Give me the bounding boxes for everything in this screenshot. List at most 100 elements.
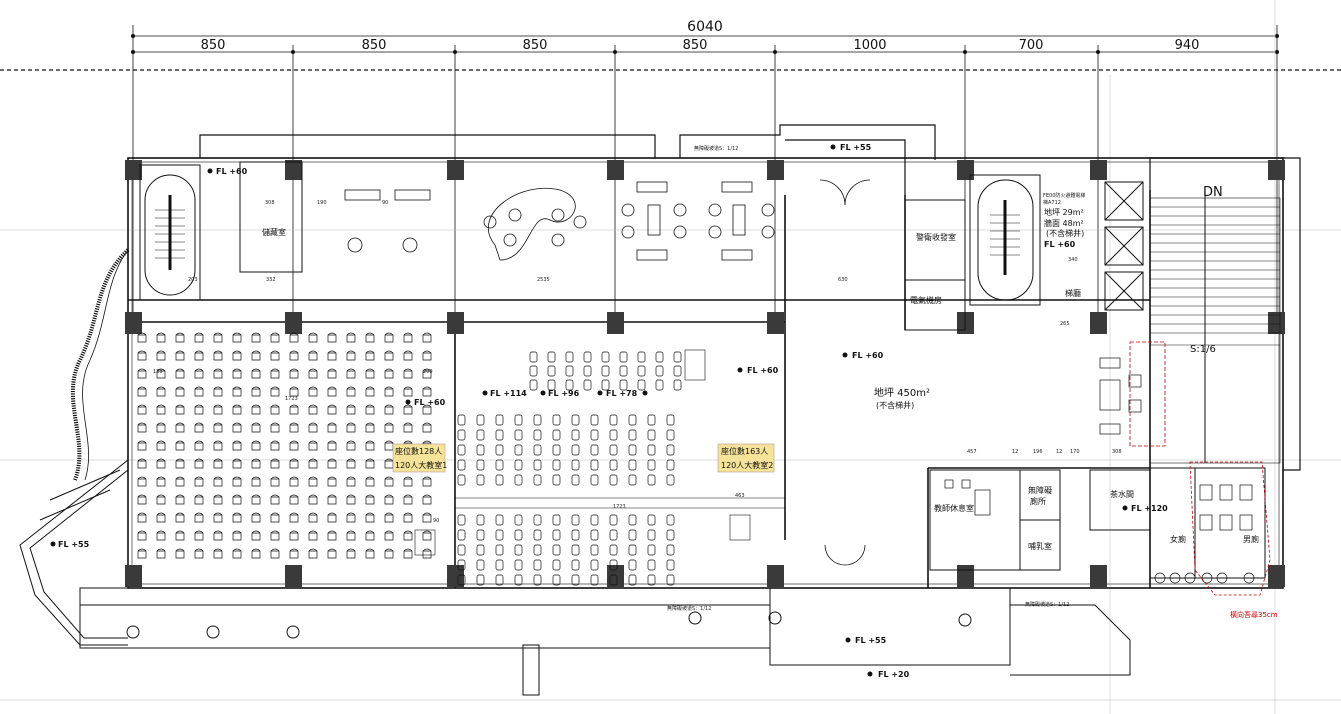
fl-bottom: FL +55 bbox=[855, 636, 887, 645]
seat bbox=[137, 386, 147, 397]
bottom-canopy bbox=[79, 587, 1131, 696]
seat bbox=[365, 440, 375, 451]
seat bbox=[289, 548, 299, 559]
seat bbox=[384, 332, 394, 343]
seat bbox=[403, 332, 413, 343]
seat bbox=[232, 386, 242, 397]
seat bbox=[590, 429, 599, 441]
seat bbox=[365, 494, 375, 505]
seat bbox=[270, 404, 280, 415]
seat bbox=[495, 514, 504, 526]
seat bbox=[647, 529, 656, 541]
seat bbox=[609, 514, 618, 526]
seat bbox=[476, 574, 485, 586]
stair-room-label: 梯廳 bbox=[1065, 288, 1081, 298]
seat bbox=[476, 474, 485, 486]
elevator-title-1: FE00防火避難電梯 bbox=[1043, 192, 1085, 199]
dim-190: 190 bbox=[317, 200, 327, 206]
accessible-wc-label-2: 廁所 bbox=[1030, 496, 1046, 506]
seat bbox=[327, 512, 337, 523]
seat bbox=[457, 514, 466, 526]
seat bbox=[476, 459, 485, 471]
seat bbox=[156, 476, 166, 487]
elevator-shafts bbox=[1104, 181, 1144, 311]
seat bbox=[571, 559, 580, 571]
seat bbox=[552, 514, 561, 526]
seat bbox=[365, 404, 375, 415]
seat bbox=[666, 544, 675, 556]
seat bbox=[194, 368, 204, 379]
seat bbox=[232, 332, 242, 343]
seat bbox=[647, 559, 656, 571]
seat bbox=[457, 444, 466, 456]
seat bbox=[533, 544, 542, 556]
dim-170: 170 bbox=[1070, 449, 1080, 455]
seat bbox=[628, 529, 637, 541]
seat bbox=[403, 530, 413, 541]
seat bbox=[457, 414, 466, 426]
classroom-partitions bbox=[414, 349, 785, 556]
seat bbox=[384, 530, 394, 541]
seat bbox=[552, 414, 561, 426]
seat bbox=[384, 512, 394, 523]
classroom-1-note-bg bbox=[392, 443, 446, 473]
classroom-1-name-label: 120人大教室1 bbox=[395, 460, 447, 470]
seat bbox=[533, 474, 542, 486]
classroom-2-note-bg bbox=[717, 443, 775, 473]
seat bbox=[495, 414, 504, 426]
seat bbox=[175, 404, 185, 415]
seat bbox=[628, 414, 637, 426]
classroom-2-name-label: 120人大教室2 bbox=[721, 460, 773, 470]
seat bbox=[232, 440, 242, 451]
seat bbox=[422, 350, 432, 361]
seat bbox=[346, 512, 356, 523]
dimension-bay-7: 940 bbox=[1175, 38, 1200, 53]
seat bbox=[156, 512, 166, 523]
dim-2535: 2535 bbox=[537, 277, 550, 283]
seat bbox=[609, 559, 618, 571]
seat bbox=[194, 404, 204, 415]
seat bbox=[495, 459, 504, 471]
seat bbox=[457, 574, 466, 586]
seat bbox=[552, 529, 561, 541]
seat bbox=[533, 574, 542, 586]
seat bbox=[289, 368, 299, 379]
electrical-label: 電氣機房 bbox=[910, 295, 942, 305]
seat bbox=[565, 351, 574, 363]
seat bbox=[346, 548, 356, 559]
seat bbox=[533, 529, 542, 541]
seat bbox=[666, 444, 675, 456]
seat bbox=[194, 332, 204, 343]
seat bbox=[365, 386, 375, 397]
seat bbox=[384, 422, 394, 433]
seat bbox=[655, 351, 664, 363]
seat bbox=[156, 332, 166, 343]
seat bbox=[495, 559, 504, 571]
seat bbox=[590, 474, 599, 486]
seat bbox=[529, 379, 538, 391]
seat bbox=[590, 459, 599, 471]
seat bbox=[583, 365, 592, 377]
seat bbox=[365, 476, 375, 487]
seat bbox=[346, 368, 356, 379]
seat bbox=[270, 332, 280, 343]
seat bbox=[213, 512, 223, 523]
elevator-note: (不含梯井) bbox=[1046, 228, 1084, 238]
seat bbox=[495, 444, 504, 456]
seat bbox=[422, 512, 432, 523]
seat bbox=[673, 379, 682, 391]
seat bbox=[251, 422, 261, 433]
seat bbox=[156, 350, 166, 361]
ramp-bottom-label: 無障礙坡道S：1/12 bbox=[667, 605, 711, 612]
seat bbox=[647, 574, 656, 586]
dim-308b: 308 bbox=[1112, 449, 1122, 455]
teacher-lounge-label: 教師休息室 bbox=[934, 503, 974, 513]
seat bbox=[422, 530, 432, 541]
seat bbox=[289, 530, 299, 541]
seat bbox=[232, 368, 242, 379]
seat bbox=[533, 429, 542, 441]
elevator-title-2: 梯A712 bbox=[1043, 199, 1061, 206]
seat bbox=[514, 459, 523, 471]
seat bbox=[666, 559, 675, 571]
seat bbox=[327, 332, 337, 343]
